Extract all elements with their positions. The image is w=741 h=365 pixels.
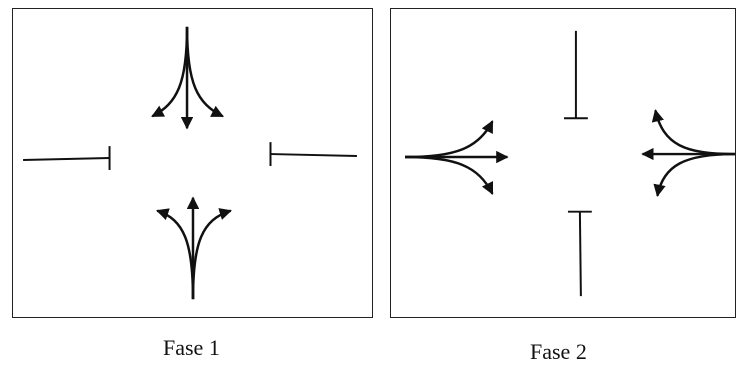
south-stop-bar-icon bbox=[567, 210, 592, 297]
north-approach-arrows-icon bbox=[151, 26, 224, 130]
south-approach-arrows-icon bbox=[156, 196, 232, 300]
east-stop-bar-icon bbox=[269, 142, 357, 166]
phase-1-panel bbox=[12, 8, 373, 318]
phase-2-panel bbox=[390, 8, 736, 318]
east-approach-arrows-icon bbox=[641, 109, 735, 198]
west-stop-bar-icon bbox=[23, 146, 111, 170]
west-approach-arrows-icon bbox=[405, 120, 509, 195]
phase-1-caption: Fase 1 bbox=[163, 335, 220, 360]
phase-2-diagram bbox=[405, 30, 735, 297]
north-stop-bar-icon bbox=[563, 30, 588, 120]
phase-2-caption: Fase 2 bbox=[530, 339, 587, 364]
phase-1-diagram bbox=[23, 26, 357, 300]
